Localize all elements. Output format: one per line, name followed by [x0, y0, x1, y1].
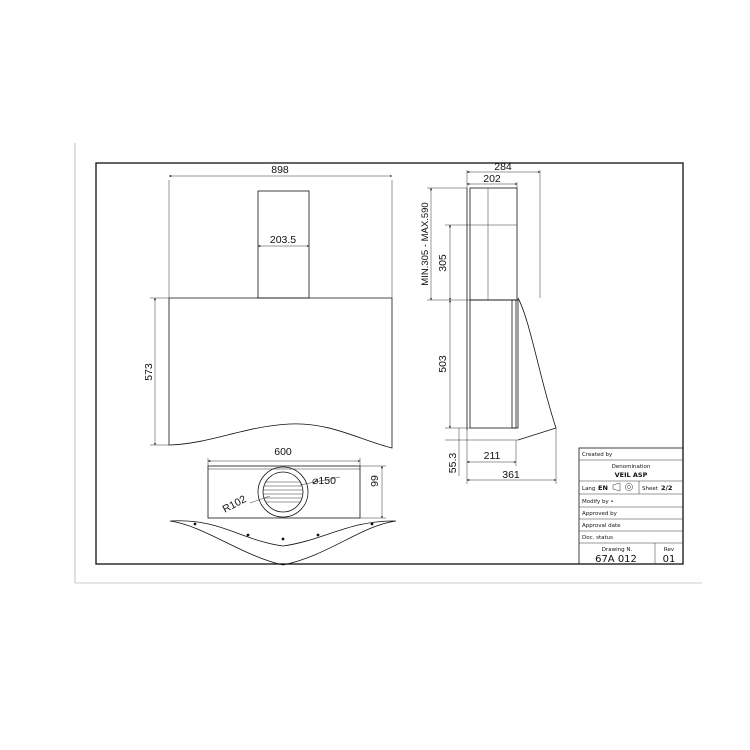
- dim-side-bottom-offset: 55.3: [447, 453, 459, 474]
- dim-front-height: 573: [143, 363, 155, 381]
- tb-created-by-label: Created by: [582, 452, 613, 458]
- tb-denomination-value: VEIL ASP: [615, 471, 648, 479]
- dim-side-inner-depth: 211: [484, 450, 501, 462]
- dim-side-total-depth: 284: [494, 161, 512, 173]
- sheet-frame: [74, 143, 702, 584]
- tb-drawing-no-label: Drawing N.: [602, 547, 633, 553]
- dim-bottom-depth: 99: [369, 475, 381, 487]
- dim-outlet-diameter: ⌀150: [312, 475, 336, 487]
- tb-modify-label: Modify by •: [582, 499, 614, 505]
- tb-rev-label: Rev: [664, 547, 675, 553]
- dim-chimney-range: MIN.305 - MAX.590: [420, 202, 431, 285]
- dim-side-chimney-depth: 202: [483, 173, 501, 185]
- tb-doc-status-label: Doc. status: [582, 535, 613, 541]
- tb-drawing-no-value: 67A 012: [595, 554, 637, 565]
- tb-approved-by-label: Approved by: [582, 511, 618, 517]
- tb-lang-value: EN: [598, 484, 608, 492]
- tb-rev-value: 01: [663, 554, 676, 565]
- tb-denomination-label: Denomination: [612, 464, 651, 470]
- tb-sheet-label: Sheet: [642, 486, 659, 492]
- side-view: 284 202 MIN.305 - MAX.590 305 503 55.3 2…: [420, 161, 557, 484]
- tb-sheet-value: 2/2: [661, 484, 672, 492]
- dim-side-overall-depth: 361: [502, 469, 520, 481]
- dim-side-body-height: 503: [437, 355, 449, 373]
- projection-symbol-icon: [612, 482, 633, 492]
- dim-radius: R102: [221, 493, 249, 515]
- bottom-view: 600 R102 ⌀150 99: [169, 446, 397, 566]
- tb-approval-date-label: Approval date: [582, 523, 621, 529]
- title-block: Created by Denomination VEIL ASP Lang EN…: [578, 447, 684, 565]
- dim-side-chimney-height: 305: [437, 254, 449, 272]
- dim-bottom-width: 600: [274, 446, 292, 458]
- dim-front-width: 898: [271, 164, 289, 176]
- dim-chimney-width: 203.5: [270, 234, 296, 246]
- tb-lang-label: Lang: [582, 486, 595, 492]
- front-view: 898 203.5 573: [143, 164, 393, 449]
